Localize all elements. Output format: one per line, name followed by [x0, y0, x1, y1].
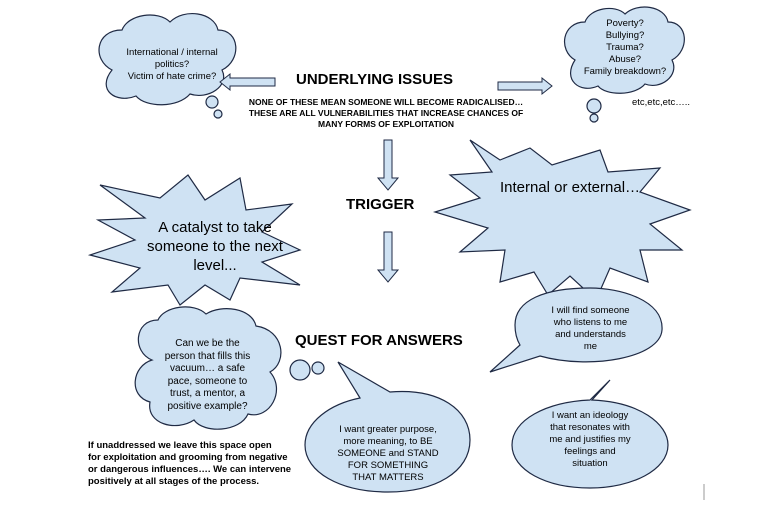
arrow-right [497, 76, 553, 96]
cloud-bottom [134, 306, 325, 430]
footer-text: If unaddressed we leave this space open … [88, 440, 292, 487]
bubble-top-text: I will find someone who listens to me an… [551, 305, 630, 352]
bubble-top [489, 287, 663, 373]
bubble-right-text: I want an ideology that resonates with m… [549, 410, 631, 469]
underlying-issues-heading: UNDERLYING ISSUES [296, 71, 453, 88]
star-left-text: A catalyst to take someone to the next l… [147, 219, 283, 274]
cloud-left-text: International / internal politics? Victi… [126, 47, 218, 82]
cloud-right-etc: etc,etc,etc….. [632, 97, 691, 108]
bubble-middle [304, 361, 471, 493]
arrow-down-2 [376, 231, 400, 283]
vulnerability-note: NONE OF THESE MEAN SOMEONE WILL BECOME R… [248, 97, 524, 129]
arrow-down-1 [376, 139, 400, 191]
cloud-right [564, 6, 685, 123]
cloud-left [98, 13, 237, 119]
quest-heading: QUEST FOR ANSWERS [295, 332, 463, 349]
cloud-right-text: Poverty? Bullying? Trauma? Abuse? Family… [583, 18, 667, 77]
trigger-heading: TRIGGER [346, 196, 415, 213]
cloud-bottom-text: Can we be the person that fills this vac… [164, 338, 251, 412]
arrow-left [219, 72, 276, 92]
bubble-middle-text: I want greater purpose, more meaning, to… [337, 424, 439, 483]
bubble-right [511, 379, 669, 489]
star-right [432, 139, 692, 302]
star-left [87, 174, 302, 306]
star-right-text: Internal or external… [499, 179, 641, 196]
